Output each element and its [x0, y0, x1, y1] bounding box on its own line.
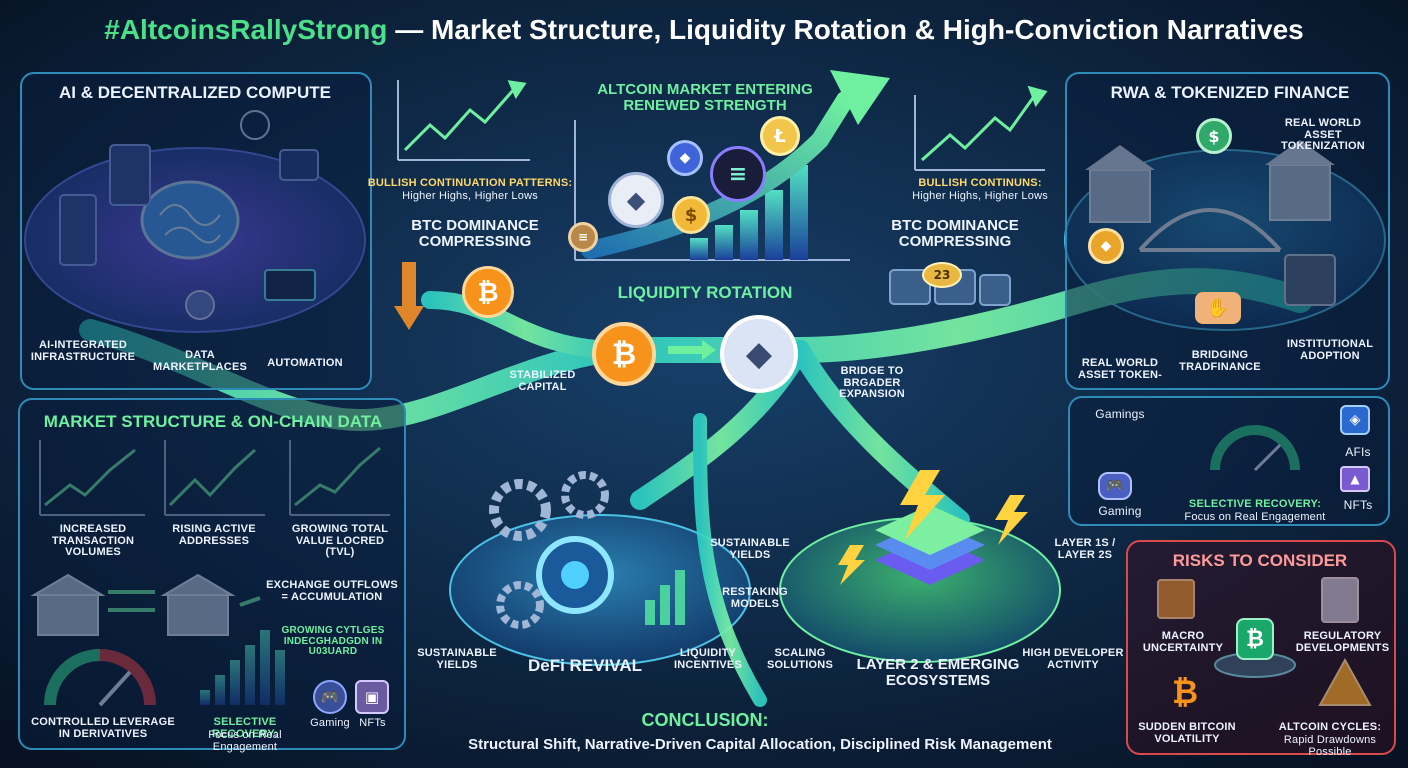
patterns-left-label: BULLISH CONTINUATION PATTERNS: [367, 177, 573, 189]
title-hashtag: #AltcoinsRallyStrong [104, 14, 388, 45]
bitcoin-coin-top: ₿ [462, 266, 514, 318]
defi-title: DeFi REVIVAL [528, 656, 642, 675]
risk-cycles-label: ALTCOIN CYCLES: [1278, 721, 1382, 733]
page-title: #AltcoinsRallyStrong — Market Structure,… [0, 14, 1408, 46]
onchain-title: MARKET STRUCTURE & ON-CHAIN DATA [43, 412, 383, 431]
central-market-chart [574, 70, 890, 261]
risk-bitcoin-vol-icon: ₿ [1171, 673, 1199, 711]
onchain-recovery-label: SELECTIVE RECOVERY: [212, 716, 278, 740]
rwa-adoption-label: INSTITUTIONAL ADOPTION [1286, 338, 1374, 362]
rwa-handshake-icon: ✋ [1195, 292, 1241, 324]
layer2-layers-label: LAYER 1s / LAYER 2s [1054, 537, 1116, 561]
onchain-gaming-icon: 🎮 [313, 680, 347, 714]
title-rest: — Market Structure, Liquidity Rotation &… [387, 14, 1304, 45]
rwa-title: RWA & TOKENIZED FINANCE [1110, 83, 1350, 102]
defi-gears-art [489, 471, 685, 629]
ai-auto-label: AUTOMATION [267, 357, 343, 369]
rwa-token-label: REAL WORLD ASSET TOKEN- [1077, 357, 1163, 381]
defi-incentives-label: LIQUIDITY INCENTIVES [673, 647, 742, 671]
nfts-icon: ▲ [1340, 466, 1370, 492]
conclusion-title: CONCLUSION: [641, 710, 769, 730]
onchain-recovery-sub: Focus on Real Engagement [208, 729, 282, 753]
ai-infra-label: AI-INTEGRATED INFRASTRUCTURE [30, 339, 136, 363]
ai-panel [20, 72, 372, 390]
btc-dominance-right: BTC DOMINANCE COMPRESSING [891, 217, 1019, 250]
risk-macro-label: MACRO UNCERTAINTY [1142, 630, 1224, 654]
risk-btc-vol-label: SUDDEN BITCOIN VOLATILITY [1138, 721, 1236, 745]
conclusion-text: Structural Shift, Narrative-Driven Capit… [468, 736, 1052, 753]
risk-cycles-sub: Rapid Drawdowns Possible [1283, 734, 1377, 758]
onchain-tvl-label: GROWING TOTAL VALUE LOCRED (TVL) [291, 523, 389, 559]
risk-bitcoin-center-icon: ₿ [1236, 618, 1274, 660]
ethereum-coin-small: ◆ [667, 140, 703, 176]
coin-badge-text: 23 [933, 268, 951, 282]
small-coin-left: ≡ [568, 222, 598, 252]
layer2-scaling-label: SCALING SOLUTIONS [767, 647, 833, 671]
onchain-panel [18, 398, 406, 750]
gaming-label: Gaming [1098, 504, 1142, 518]
bridge-expansion-label: BRIDGE TO BRGADER EXPANSION [839, 365, 905, 401]
layer2-dev-label: HIGH DEVELOPER ACTIVITY [1022, 647, 1124, 671]
rotation-arrow [668, 346, 704, 354]
ethereum-coin-large: ◆ [608, 172, 664, 228]
layer2-stack-art [838, 470, 1028, 585]
rwa-tokenization-label: REAL WORLD ASSET TOKENIZATION [1281, 117, 1365, 153]
gaming-panel [1068, 396, 1390, 526]
afis-label: AFIs [1345, 445, 1371, 459]
patterns-right-label: BULLISH CONTINUNS: [918, 177, 1042, 189]
rotation-arrow-head [702, 340, 716, 360]
rwa-bridging-label: BRIDGING TRADFINANCE [1179, 349, 1261, 373]
ai-title: AI & DECENTRALIZED COMPUTE [59, 83, 331, 102]
gaming-recovery-label: SELECTIVE RECOVERY: [1188, 498, 1322, 510]
liquidity-title: LIQUIDITY ROTATION [617, 283, 793, 302]
stabilized-capital-label: STABILIZED CAPITAL [509, 369, 576, 393]
litecoin-coin: Ł [760, 116, 800, 156]
layer2-title: LAYER 2 & EMERGING ECOSYSTEMS [856, 656, 1020, 689]
market-title: ALTCOIN MARKET ENTERING RENEWED STRENGTH [597, 81, 813, 114]
coin-badge-23: 23 [922, 262, 962, 288]
defi-yields-top-label: SUSTAINABLE YIELDS [710, 537, 790, 561]
onchain-outflows-label: EXCHANGE OUTFLOWS = ACCUMULATION [266, 579, 398, 603]
onchain-leverage-label: CONTROLLED LEVERAGE IN DERIVATIVES [31, 716, 175, 740]
patterns-left-sub: Higher Highs, Higher Lows [402, 190, 538, 202]
gaming-controller-icon: 🎮 [1098, 472, 1132, 500]
ai-data-label: DATA MARKETPLACES [152, 349, 248, 373]
btc-dominance-down-arrow [394, 262, 424, 330]
rwa-dollar-coin: $ [1196, 118, 1232, 154]
gamings-label: Gamings [1095, 407, 1145, 421]
defi-yields-left-label: SUSTAINABLE YIELDS [417, 647, 497, 671]
bitcoin-coin-center: ₿ [592, 322, 656, 386]
defi-restaking-label: RESTAKING MODELS [722, 586, 788, 610]
onchain-tx-label: INCREASED TRANSACTION VOLUMES [51, 523, 135, 559]
onchain-addr-label: RISING ACTIVE ADDRESSES [172, 523, 256, 547]
onchain-cycles-label: GROWING CYTLGES INDECGHADGDN IN U03UARD [281, 625, 385, 657]
btc-dominance-left: BTC DOMINANCE COMPRESSING [411, 217, 539, 250]
afis-icon: ◈ [1340, 405, 1370, 435]
ethereum-coin-center: ◆ [720, 315, 798, 393]
risk-regulatory-label: REGULATORY DEVELOPMENTS [1295, 630, 1390, 654]
onchain-nfts-icon: ▣ [355, 680, 389, 714]
rwa-ethereum-coin: ◆ [1088, 228, 1124, 264]
nfts-label: NFTs [1343, 498, 1373, 512]
dollar-coin: $ [672, 196, 710, 234]
onchain-nfts-label: NFTs [359, 717, 386, 729]
risks-title: RISKS TO CONSIDER [1172, 551, 1348, 570]
bullish-chart-right [914, 85, 1048, 171]
solana-coin: ≡ [710, 146, 766, 202]
gaming-recovery-sub: Focus on Real Engagement [1184, 511, 1326, 523]
onchain-gaming-label: Gaming [310, 717, 350, 729]
patterns-right-sub: Higher Highs, Higher Lows [912, 190, 1048, 202]
bullish-chart-left [397, 80, 530, 161]
